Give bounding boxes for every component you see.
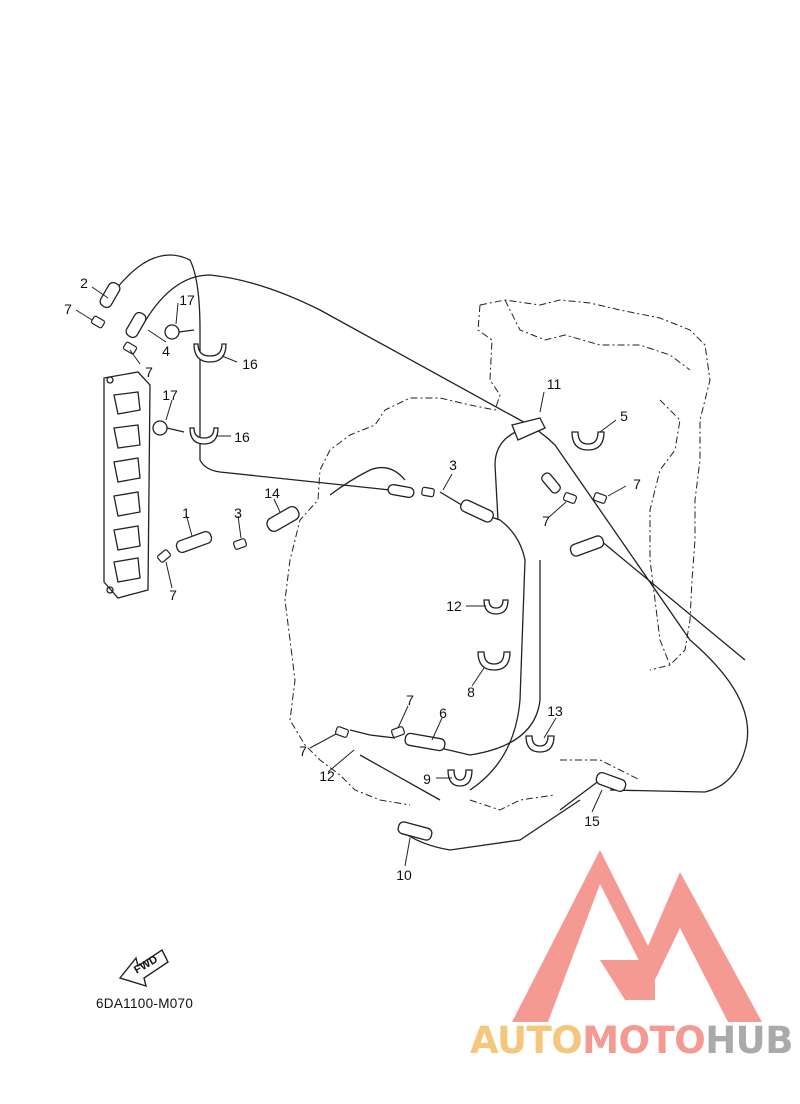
callout-7: 7 [169, 587, 177, 603]
callout-7: 7 [542, 513, 550, 529]
callout-14: 14 [264, 485, 280, 501]
callout-6: 6 [439, 705, 447, 721]
callout-16: 16 [242, 356, 258, 372]
callout-15: 15 [584, 813, 600, 829]
callout-8: 8 [467, 684, 475, 700]
engine-block-outline [284, 299, 711, 811]
clamps [189, 343, 605, 787]
leader-lines [75, 286, 627, 867]
callout-5: 5 [620, 408, 628, 424]
callout-7: 7 [145, 364, 153, 380]
watermark-auto: AUTO [470, 1019, 583, 1062]
callout-11: 12 [319, 768, 335, 784]
watermark-brand: AUTOMOTOHUB [470, 1019, 793, 1063]
automotohub-logo-icon [512, 850, 762, 1022]
bolts [152, 324, 195, 436]
watermark-moto: MOTO [582, 1019, 706, 1062]
callout-7: 7 [299, 743, 307, 759]
hose-parts [99, 281, 627, 841]
fwd-arrow-icon [118, 948, 169, 988]
callout-2: 2 [80, 275, 88, 291]
callout-1: 1 [182, 505, 190, 521]
callout-16: 16 [234, 429, 250, 445]
callout-12: 13 [547, 703, 563, 719]
callout-13: 10 [396, 867, 412, 883]
callout-7: 7 [64, 301, 72, 317]
callout-17: 17 [162, 387, 178, 403]
callout-3: 3 [449, 457, 457, 473]
exhaust-plate [103, 371, 151, 599]
callout-12: 12 [446, 598, 462, 614]
callout-3: 3 [234, 505, 242, 521]
callout-7: 7 [633, 476, 641, 492]
callout-10: 11 [546, 376, 562, 392]
watermark-hub: HUB [705, 1019, 793, 1062]
hose-lines [107, 254, 749, 851]
callout-7: 7 [406, 692, 414, 708]
small-clips [90, 315, 608, 738]
callout-17: 17 [179, 292, 195, 308]
callout-9: 9 [423, 771, 431, 787]
callout-4: 4 [162, 343, 170, 359]
drawing-code: 6DA1100-M070 [96, 996, 194, 1011]
